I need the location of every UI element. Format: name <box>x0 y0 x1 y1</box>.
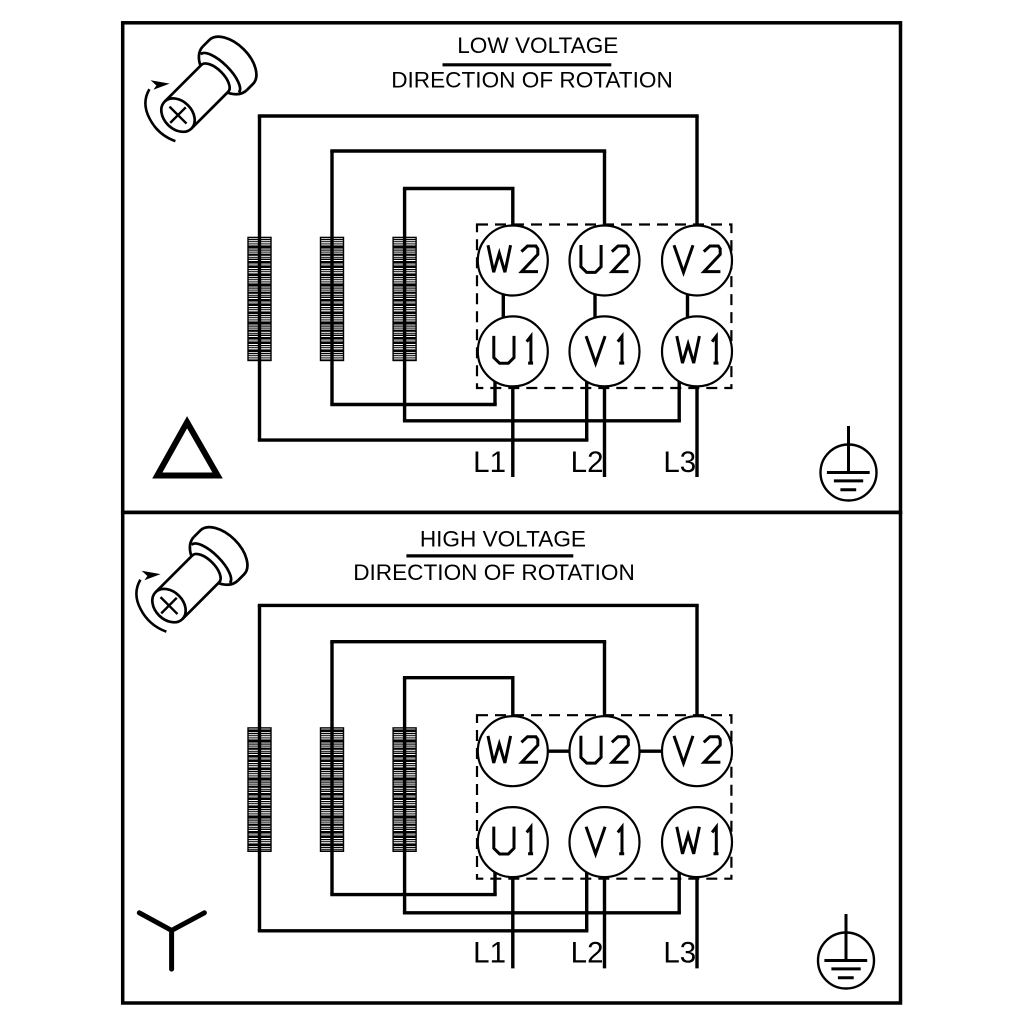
svg-text:L3: L3 <box>663 446 696 479</box>
svg-text:LOW VOLTAGE: LOW VOLTAGE <box>457 33 618 58</box>
svg-text:HIGH VOLTAGE: HIGH VOLTAGE <box>420 527 586 552</box>
svg-text:L1: L1 <box>473 446 506 479</box>
svg-text:L2: L2 <box>571 937 604 970</box>
svg-text:DIRECTION OF ROTATION: DIRECTION OF ROTATION <box>353 560 635 585</box>
svg-text:DIRECTION OF ROTATION: DIRECTION OF ROTATION <box>391 67 673 92</box>
svg-text:L1: L1 <box>473 937 506 970</box>
svg-text:L3: L3 <box>663 937 696 970</box>
svg-text:L2: L2 <box>571 446 604 479</box>
